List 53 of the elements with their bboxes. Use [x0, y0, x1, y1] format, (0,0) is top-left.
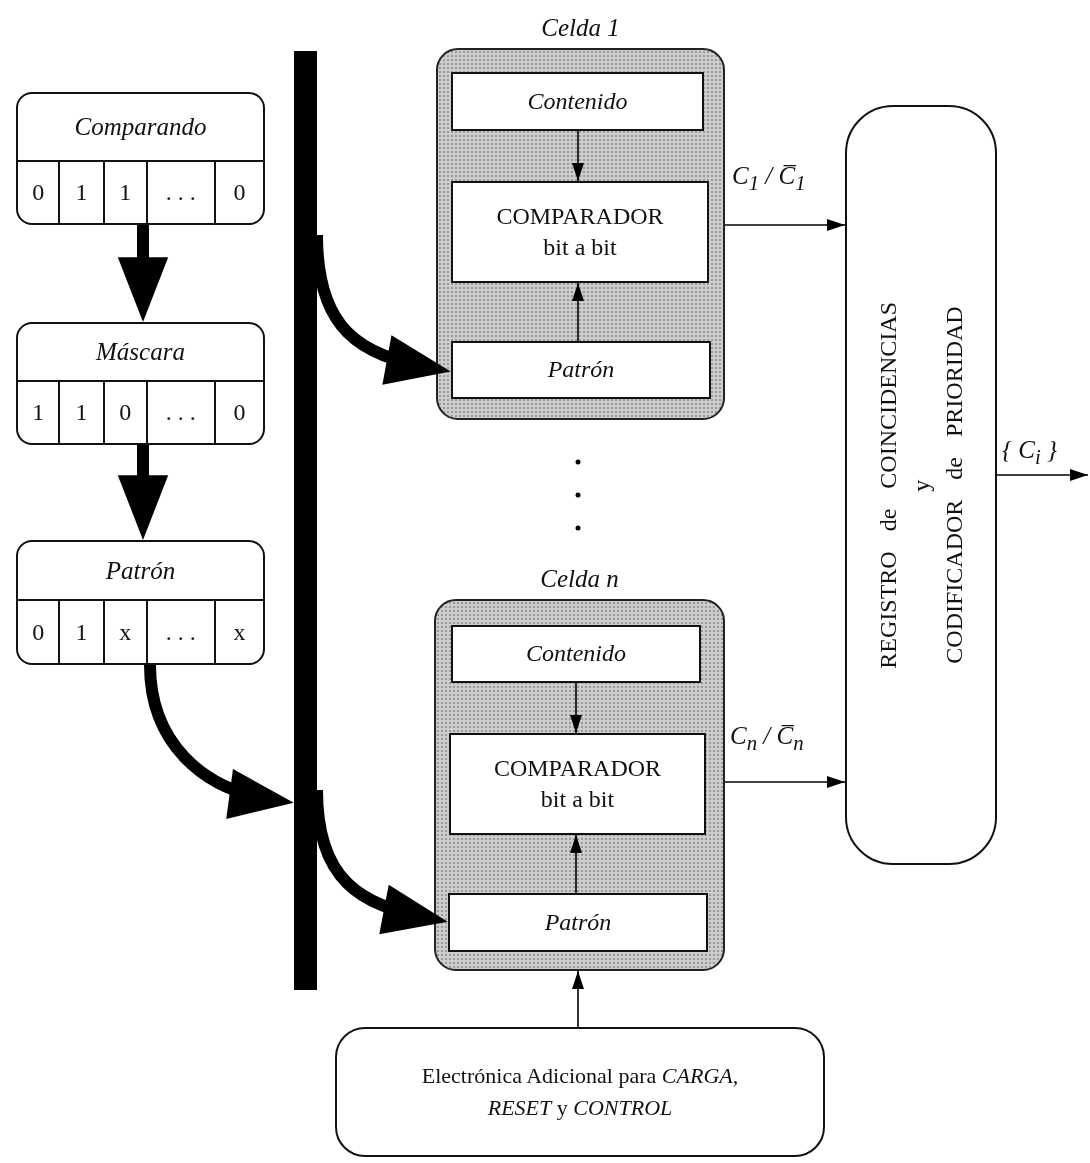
register-title: Patrón	[105, 556, 176, 585]
arrow	[724, 219, 846, 231]
bit-cell-text: 0	[31, 617, 46, 647]
bit-cell: . . .	[145, 382, 214, 443]
bit-cell: . . .	[145, 601, 214, 663]
block-box	[451, 72, 704, 131]
block-label: Patrón	[544, 907, 612, 937]
thick-arrow	[144, 664, 294, 817]
block-box	[451, 181, 709, 283]
block-box	[449, 733, 706, 835]
bit-cell: 0	[213, 382, 263, 443]
register-box	[16, 92, 265, 225]
bit-cell: 0	[102, 382, 146, 443]
register-box	[16, 540, 265, 665]
control-label: Electrónica Adicional para CARGA, RESET y CONTROL	[420, 1062, 740, 1122]
register-box	[16, 322, 265, 445]
bit-cell: 1	[58, 601, 103, 663]
register-encoder-box	[845, 105, 997, 865]
block-box	[451, 625, 701, 683]
block-label: Patrón	[547, 355, 615, 385]
cell-title: Celda 1	[540, 14, 621, 42]
arrow	[996, 469, 1089, 481]
bit-cell: x	[102, 601, 146, 663]
bit-cell: 1	[102, 162, 146, 223]
bit-cell: . . .	[145, 162, 214, 223]
block-label: Contenido	[527, 86, 628, 116]
arrow	[572, 282, 584, 342]
block-box	[451, 341, 711, 399]
bit-cell: x	[213, 601, 263, 663]
arrow	[724, 776, 846, 788]
vertical-label: y	[907, 479, 935, 491]
control-box	[335, 1027, 825, 1157]
block-label: COMPARADOR bit a bit	[495, 201, 665, 262]
register-title: Comparando	[74, 113, 207, 141]
arrow	[572, 970, 584, 1028]
bus-bar	[294, 51, 317, 990]
vertical-label: REGISTRO de COINCIDENCIAS	[874, 301, 902, 669]
bit-cell: 0	[213, 162, 263, 223]
bit-cell-text: 0	[31, 178, 46, 207]
arrow	[570, 834, 582, 894]
arrow	[570, 682, 582, 734]
block-box	[448, 893, 708, 952]
thick-arrow	[117, 225, 169, 322]
bit-cell-text: 1	[31, 398, 46, 427]
bit-cell: 1	[58, 162, 103, 223]
vertical-label: CODIFICADOR de PRIORIDAD	[940, 306, 968, 664]
cell-title: Celda n	[539, 565, 620, 593]
thick-arrow	[117, 445, 169, 540]
bit-cell: 1	[58, 382, 103, 443]
arrow	[572, 130, 584, 182]
block-label: Contenido	[526, 639, 626, 669]
block-label: COMPARADOR bit a bit	[492, 753, 663, 814]
register-title: Máscara	[96, 338, 185, 366]
